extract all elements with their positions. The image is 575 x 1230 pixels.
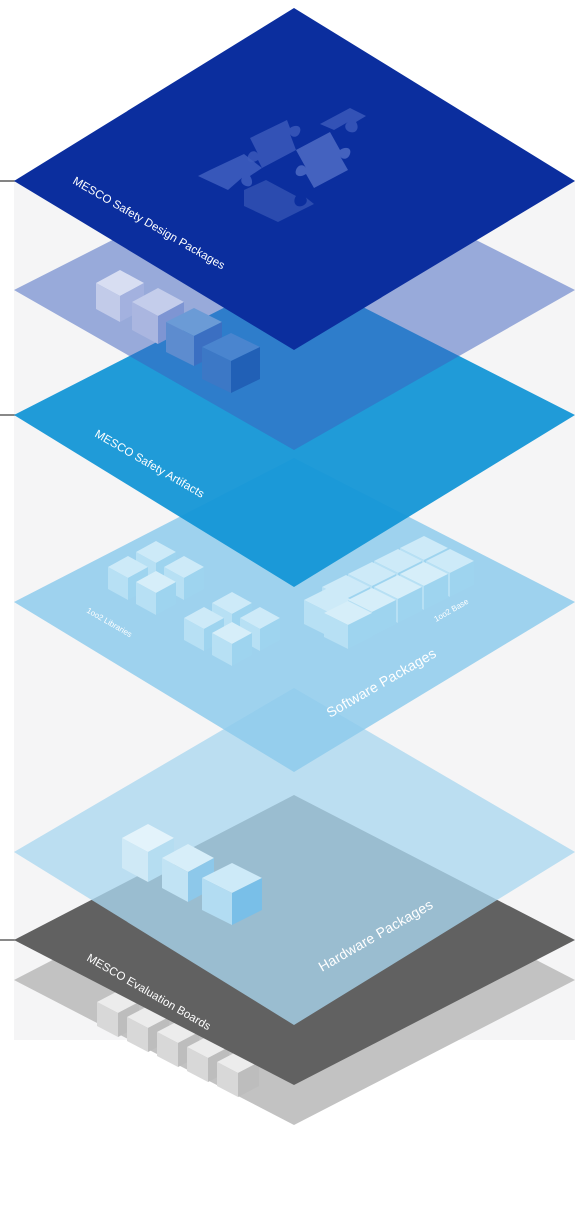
design-cube <box>202 333 260 393</box>
design-cube <box>96 270 144 322</box>
software-cubes-base <box>304 536 474 649</box>
design-cube <box>166 308 222 366</box>
library-cube <box>136 571 176 615</box>
layer-software <box>14 458 575 772</box>
hardware-cubes <box>122 824 262 925</box>
design-cubes <box>96 270 260 393</box>
hardware-cube <box>202 863 262 925</box>
hardware-cube <box>162 844 214 902</box>
software-cubes-libraries-2 <box>184 592 280 666</box>
puzzle-icon <box>198 108 366 222</box>
layer-hardware <box>14 688 575 1025</box>
grey-cube <box>217 1051 259 1097</box>
base-cube <box>324 601 372 649</box>
library-cube <box>212 622 252 666</box>
layer-design <box>14 8 575 350</box>
software-cubes-libraries <box>108 541 204 615</box>
